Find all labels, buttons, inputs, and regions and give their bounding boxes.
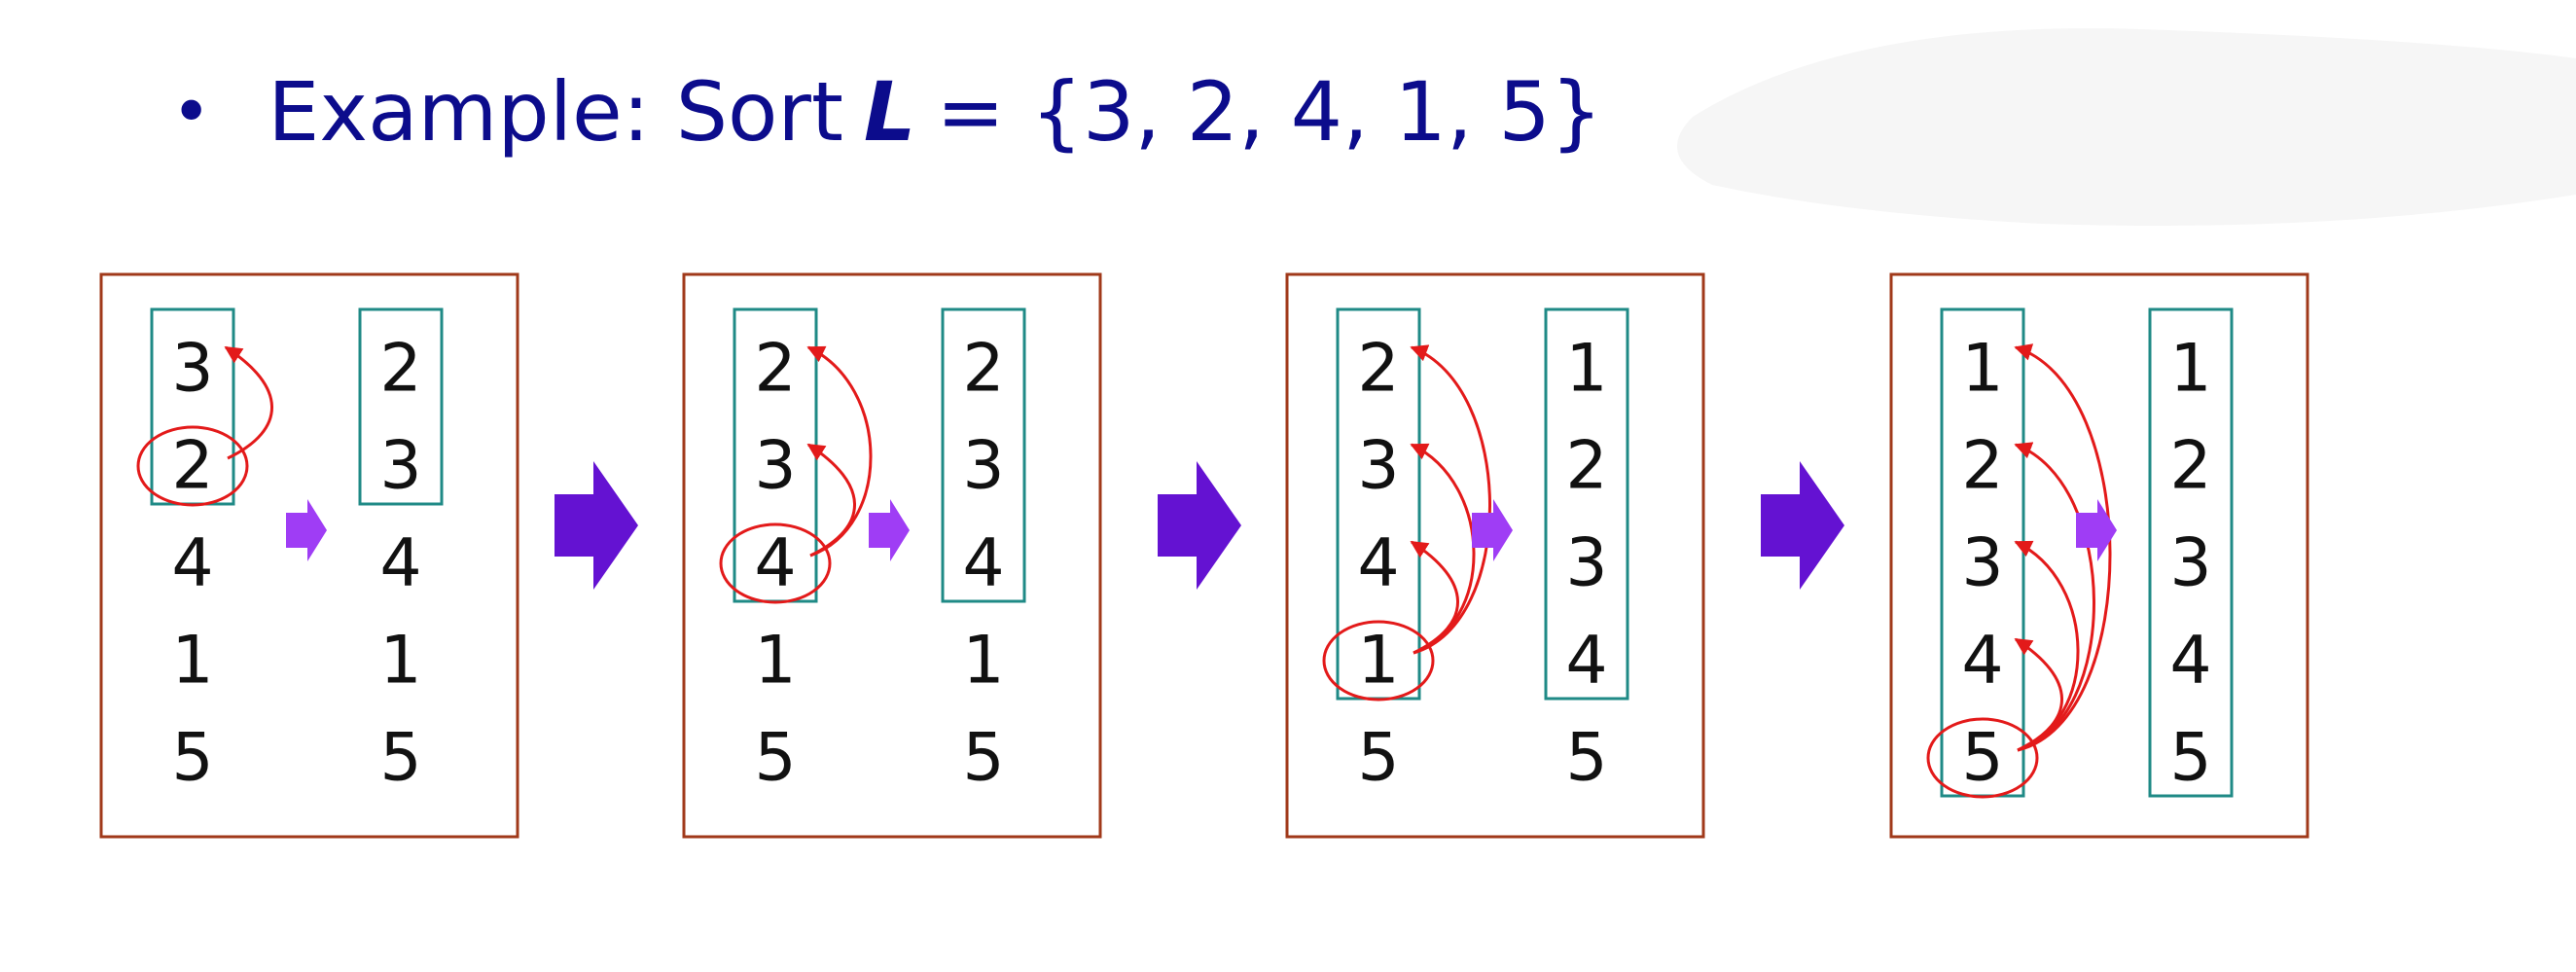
comparison-arrow xyxy=(2014,637,2063,752)
after-value: 1 xyxy=(379,623,421,700)
step-panel-4: 1 2 3 4 5 1 2 3 4 5 xyxy=(1889,272,2309,839)
title-variable: L xyxy=(863,64,916,160)
title-set: = {3, 2, 4, 1, 5} xyxy=(936,64,1603,160)
before-value: 5 xyxy=(1357,720,1399,797)
after-value: 2 xyxy=(1565,428,1607,505)
panel-border xyxy=(99,272,519,839)
before-value: 4 xyxy=(1357,525,1399,602)
small-transition-arrow xyxy=(869,499,910,561)
sorted-region-after xyxy=(941,307,1026,603)
after-value: 3 xyxy=(379,428,421,505)
sorted-region-after xyxy=(358,307,444,506)
step-panel-1: 3 2 4 1 5 2 3 4 1 5 xyxy=(99,272,519,839)
step-arrow-3 xyxy=(1761,461,1844,590)
panel-border xyxy=(1889,272,2309,839)
after-value: 5 xyxy=(2169,720,2211,797)
key-element-circle xyxy=(136,425,249,507)
before-value: 3 xyxy=(754,428,796,505)
after-value: 2 xyxy=(2169,428,2211,505)
sorted-region-after xyxy=(2148,307,2234,798)
comparison-arrow xyxy=(224,345,273,460)
before-value: 1 xyxy=(171,623,213,700)
before-value: 4 xyxy=(171,525,213,602)
after-value: 1 xyxy=(2169,331,2211,408)
slide-title: • Example: Sort L = {3, 2, 4, 1, 5} xyxy=(171,58,1602,165)
key-element-circle xyxy=(719,522,832,604)
after-value: 4 xyxy=(1565,623,1607,700)
before-value: 3 xyxy=(1961,525,2003,602)
after-value: 2 xyxy=(962,331,1004,408)
key-element-circle xyxy=(1926,717,2039,799)
after-value: 3 xyxy=(1565,525,1607,602)
sorted-region-after xyxy=(1544,307,1629,701)
panel-border xyxy=(682,272,1102,839)
step-arrow-1 xyxy=(555,461,638,590)
step-arrow-2 xyxy=(1158,461,1241,590)
small-transition-arrow xyxy=(1472,499,1513,561)
after-value: 3 xyxy=(2169,525,2211,602)
panel-border xyxy=(1285,272,1705,839)
before-value: 2 xyxy=(754,331,796,408)
comparison-arrow xyxy=(2014,343,2112,752)
before-value: 3 xyxy=(1357,428,1399,505)
after-value: 4 xyxy=(379,525,421,602)
after-value: 4 xyxy=(962,525,1004,602)
step-panel-2: 2 3 4 1 5 2 3 4 1 5 xyxy=(682,272,1102,839)
after-value: 4 xyxy=(2169,623,2211,700)
before-value: 5 xyxy=(1961,720,2003,797)
after-value: 1 xyxy=(1565,331,1607,408)
comparison-arrow xyxy=(2014,442,2095,752)
small-transition-arrow xyxy=(2076,499,2117,561)
before-value: 3 xyxy=(171,331,213,408)
before-value: 1 xyxy=(754,623,796,700)
before-value: 1 xyxy=(1961,331,2003,408)
after-value: 5 xyxy=(379,720,421,797)
before-value: 2 xyxy=(1357,331,1399,408)
before-value: 1 xyxy=(1357,623,1399,700)
bullet: • xyxy=(171,72,212,152)
key-element-circle xyxy=(1322,620,1435,702)
comparison-arrow xyxy=(1410,540,1459,655)
before-value: 2 xyxy=(1961,428,2003,505)
comparison-arrow xyxy=(806,443,856,558)
comparison-arrow xyxy=(1410,344,1491,655)
after-value: 2 xyxy=(379,331,421,408)
title-prefix: Example: Sort xyxy=(268,64,843,160)
before-value: 5 xyxy=(754,720,796,797)
after-value: 1 xyxy=(962,623,1004,700)
after-value: 5 xyxy=(962,720,1004,797)
before-value: 5 xyxy=(171,720,213,797)
before-value: 4 xyxy=(754,525,796,602)
before-value: 4 xyxy=(1961,623,2003,700)
small-transition-arrow xyxy=(286,499,327,561)
after-value: 3 xyxy=(962,428,1004,505)
before-value: 2 xyxy=(171,428,213,505)
after-value: 5 xyxy=(1565,720,1607,797)
step-panel-3: 2 3 4 1 5 1 2 3 4 5 xyxy=(1285,272,1705,839)
